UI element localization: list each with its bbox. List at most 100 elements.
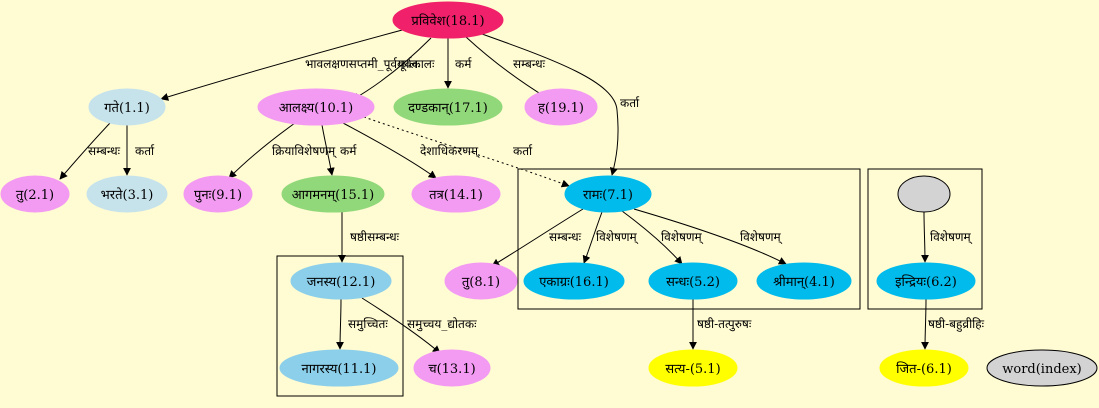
edge-label: समुच्चय_द्योतकः	[407, 317, 477, 332]
node-label: रामः(7.1)	[583, 188, 633, 203]
node-nblank	[897, 175, 951, 213]
node-label: सन्धः(5.2)	[666, 275, 720, 290]
node-label: ह(19.1)	[538, 101, 584, 116]
node-n19: ह(19.1)	[524, 88, 598, 126]
node-label: आगमनम्(15.1)	[292, 188, 374, 203]
node-ellipse	[279, 349, 399, 387]
node-ellipse	[876, 262, 976, 300]
edge-n1-n3: कर्ता	[123, 125, 155, 176]
edge-n7-n5_2: विशेषणम्	[621, 210, 704, 265]
node-ellipse	[0, 175, 70, 213]
edge-n10-n9: क्रियाविशेषणम्	[228, 122, 337, 179]
edge-n18-n19: सम्बन्धः	[465, 36, 548, 99]
edge-label: षष्ठी-बहुव्रीहिः	[928, 317, 985, 332]
edge-n1-n2: सम्बन्धः	[59, 122, 121, 180]
edge-n18-n7: कर्ता	[481, 33, 640, 176]
node-n17: दण्डकान्(17.1)	[393, 88, 503, 126]
node-label: गते(1.1)	[104, 100, 150, 116]
edge-label: कर्ता	[620, 96, 640, 110]
edge-line	[481, 33, 619, 176]
edge-line	[321, 124, 335, 176]
node-label: एकाग्रः(16.1)	[539, 275, 609, 290]
node-ellipse	[257, 88, 375, 126]
edge-line	[582, 211, 603, 264]
edge-n12-n13: समुच्चय_द्योतकः	[361, 297, 477, 354]
node-n6_1: जित-(6.1)	[879, 349, 969, 387]
node-n12: जनस्य(12.1)	[290, 262, 392, 300]
edge-line	[228, 122, 296, 179]
node-label: पुनः(9.1)	[194, 188, 242, 203]
node-label: श्रीमान्(4.1)	[773, 274, 835, 290]
node-ellipse	[897, 175, 951, 213]
node-nlegend: word(index)	[986, 349, 1098, 387]
edge-line	[920, 211, 929, 263]
node-n11: नागरस्य(11.1)	[279, 349, 399, 387]
edges: भावलक्षणसप्तमी_पूर्वकालःपूर्वकालः कर्म सम्…	[59, 28, 985, 354]
edge-n10-n7: कर्ता	[363, 116, 570, 188]
node-n16: एकाग्रः(16.1)	[523, 262, 625, 300]
edge-line	[491, 208, 584, 267]
edge-line	[351, 37, 432, 101]
node-ellipse	[290, 262, 392, 300]
edge-n18-n1: भावलक्षणसप्तमी_पूर्वकालः	[160, 28, 421, 101]
node-ellipse	[411, 175, 501, 213]
node-n10: आलक्ष्य(10.1)	[257, 88, 375, 126]
node-ellipse	[393, 88, 503, 126]
edge-n18-n10: पूर्वकालः	[351, 37, 435, 101]
node-ellipse	[564, 175, 652, 213]
edge-label: कर्म	[455, 57, 472, 71]
edge-label: सम्बन्धः	[513, 57, 546, 71]
edge-line	[342, 122, 437, 179]
edge-line	[621, 210, 683, 265]
edge-line	[160, 28, 407, 101]
node-ellipse	[88, 88, 166, 126]
node-n13: च(13.1)	[413, 349, 491, 387]
node-ellipse	[523, 262, 625, 300]
edge-label: समुच्चितः	[348, 317, 388, 332]
cluster-box	[517, 168, 861, 310]
edge-label: विशेषणम्	[930, 230, 973, 245]
edge-line	[633, 208, 787, 265]
node-label: च(13.1)	[428, 362, 475, 377]
node-ellipse	[444, 262, 518, 300]
cluster-box	[867, 168, 983, 310]
node-ellipse	[756, 262, 852, 300]
node-n3: भरते(3.1)	[86, 175, 168, 213]
node-ellipse	[986, 349, 1098, 387]
edge-label: पूर्वकालः	[398, 57, 435, 72]
edge-line	[921, 298, 930, 350]
node-ellipse	[524, 88, 598, 126]
edge-n12-n11: समुच्चितः	[336, 298, 388, 350]
node-label: तु(8.1)	[462, 275, 500, 290]
node-ellipse	[413, 349, 491, 387]
node-ellipse	[879, 349, 969, 387]
node-ellipse	[183, 175, 253, 213]
nodes: प्रविवेश(18.1)गते(1.1)आलक्ष्य(10.1)दण्डक…	[0, 1, 1098, 387]
node-ellipse	[648, 349, 738, 387]
edge-line	[363, 116, 570, 188]
edge-nblank-n6_2: विशेषणम्	[920, 211, 973, 263]
edge-label: कर्म	[340, 144, 357, 158]
edge-line	[336, 298, 345, 350]
edge-n10-n14: देशाधिकरणम्	[342, 122, 480, 179]
edge-label: सम्बन्धः	[549, 230, 582, 244]
node-n7: रामः(7.1)	[564, 175, 652, 213]
node-n1: गते(1.1)	[88, 88, 166, 126]
node-n6_2: इन्द्रियः(6.2)	[876, 262, 976, 300]
node-n9: पुनः(9.1)	[183, 175, 253, 213]
node-label: आलक्ष्य(10.1)	[279, 101, 354, 116]
node-label: word(index)	[1002, 362, 1082, 377]
node-ellipse	[86, 175, 168, 213]
node-label: दण्डकान्(17.1)	[408, 101, 488, 116]
node-ellipse	[281, 175, 385, 213]
edge-label: कर्ता	[513, 144, 533, 158]
edge-n7-n8: सम्बन्धः	[491, 208, 584, 267]
edge-label: सम्बन्धः	[88, 144, 121, 158]
node-n5_1: सत्य-(5.1)	[648, 349, 738, 387]
edge-n6_2-n6_1: षष्ठी-बहुव्रीहिः	[921, 298, 985, 350]
edge-n18-n17: कर्म	[444, 38, 472, 89]
edge-label: क्रियाविशेषणम्	[272, 144, 337, 159]
node-n5_2: सन्धः(5.2)	[648, 262, 738, 300]
node-n15: आगमनम्(15.1)	[281, 175, 385, 213]
